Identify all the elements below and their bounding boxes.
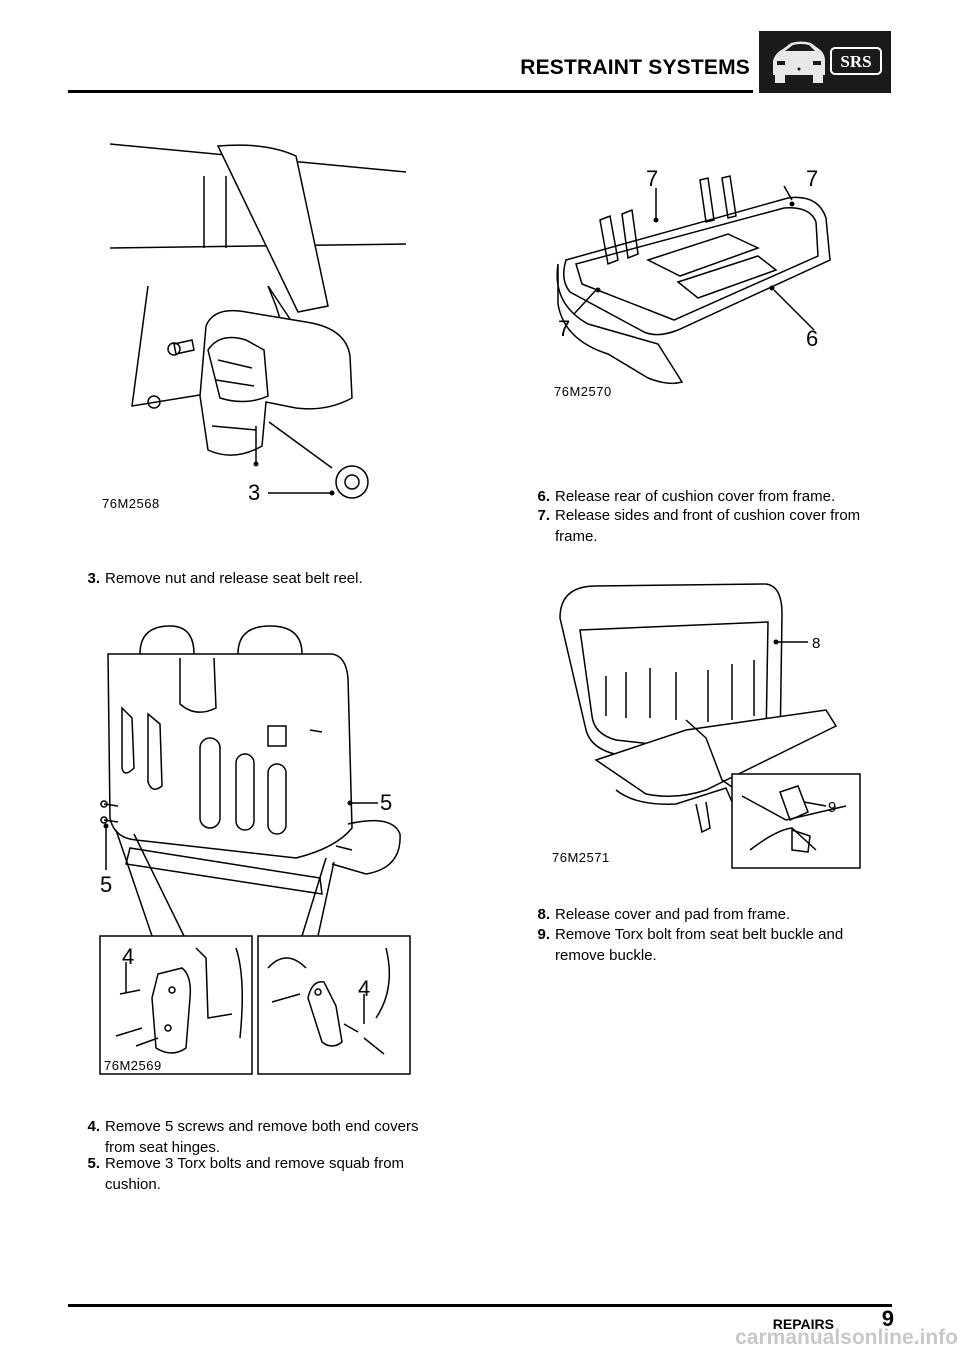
footer-rule: [68, 1304, 892, 1307]
step-text: Release rear of cushion cover from frame…: [555, 488, 836, 505]
step-text: Remove Torx bolt from seat belt buckle a…: [555, 926, 844, 943]
watermark: carmanualsonline.info: [735, 1326, 958, 1349]
step-number: 4.: [87, 1118, 100, 1135]
footer-section: REPAIRS: [772, 1316, 834, 1332]
callout-7: 7: [558, 316, 570, 341]
callout-7: 7: [806, 166, 818, 191]
step-text: Release cover and pad from frame.: [555, 906, 791, 923]
step-text: Release sides and front of cushion cover…: [555, 507, 861, 524]
figure-code: 76M2568: [102, 496, 160, 511]
srs-badge: SRS: [840, 52, 871, 71]
step-number: 3.: [87, 570, 100, 587]
page-number: 9: [881, 1306, 894, 1331]
step-text: cushion.: [105, 1176, 161, 1193]
figure-76M2569: 5 5 4 4 76M2569: [96, 618, 414, 1080]
figure-code: 76M2570: [554, 384, 612, 399]
figure-code: 76M2569: [104, 1058, 162, 1073]
step-text: Remove 5 screws and remove both end cove…: [105, 1118, 419, 1135]
srs-logo: SRS: [759, 31, 891, 93]
callout-4: 4: [122, 944, 134, 969]
step-text: remove buckle.: [555, 947, 657, 964]
step-text: from seat hinges.: [105, 1139, 221, 1156]
figure-76M2570: 7 7 7 8 6 76M2570: [548, 164, 848, 404]
callout-4: 4: [358, 976, 370, 1001]
callout-6: 6: [806, 326, 818, 351]
step-number: 9.: [537, 926, 550, 943]
callout-5: 5: [380, 790, 392, 815]
figure-code: 76M2571: [552, 850, 610, 865]
callout-7: 7: [646, 166, 658, 191]
step-number: 6.: [537, 488, 550, 505]
step-text: frame.: [555, 528, 598, 545]
figure-76M2571: 8 9 76M2571: [546, 580, 866, 872]
step-number: 5.: [87, 1155, 100, 1172]
figure-76M2568: 3 76M2568: [96, 136, 426, 516]
callout-8: 8: [812, 635, 820, 652]
section-title: RESTRAINT SYSTEMS: [520, 56, 750, 79]
step-number: 8.: [537, 906, 550, 923]
step-number: 7.: [537, 507, 550, 524]
step-text: Remove 3 Torx bolts and remove squab fro…: [105, 1155, 405, 1172]
car-icon: [773, 41, 825, 83]
header-rule: [68, 90, 753, 93]
callout-3: 3: [248, 480, 260, 505]
step-text: Remove nut and release seat belt reel.: [105, 570, 363, 587]
callout-9: 9: [828, 799, 836, 816]
callout-5: 5: [100, 872, 112, 897]
